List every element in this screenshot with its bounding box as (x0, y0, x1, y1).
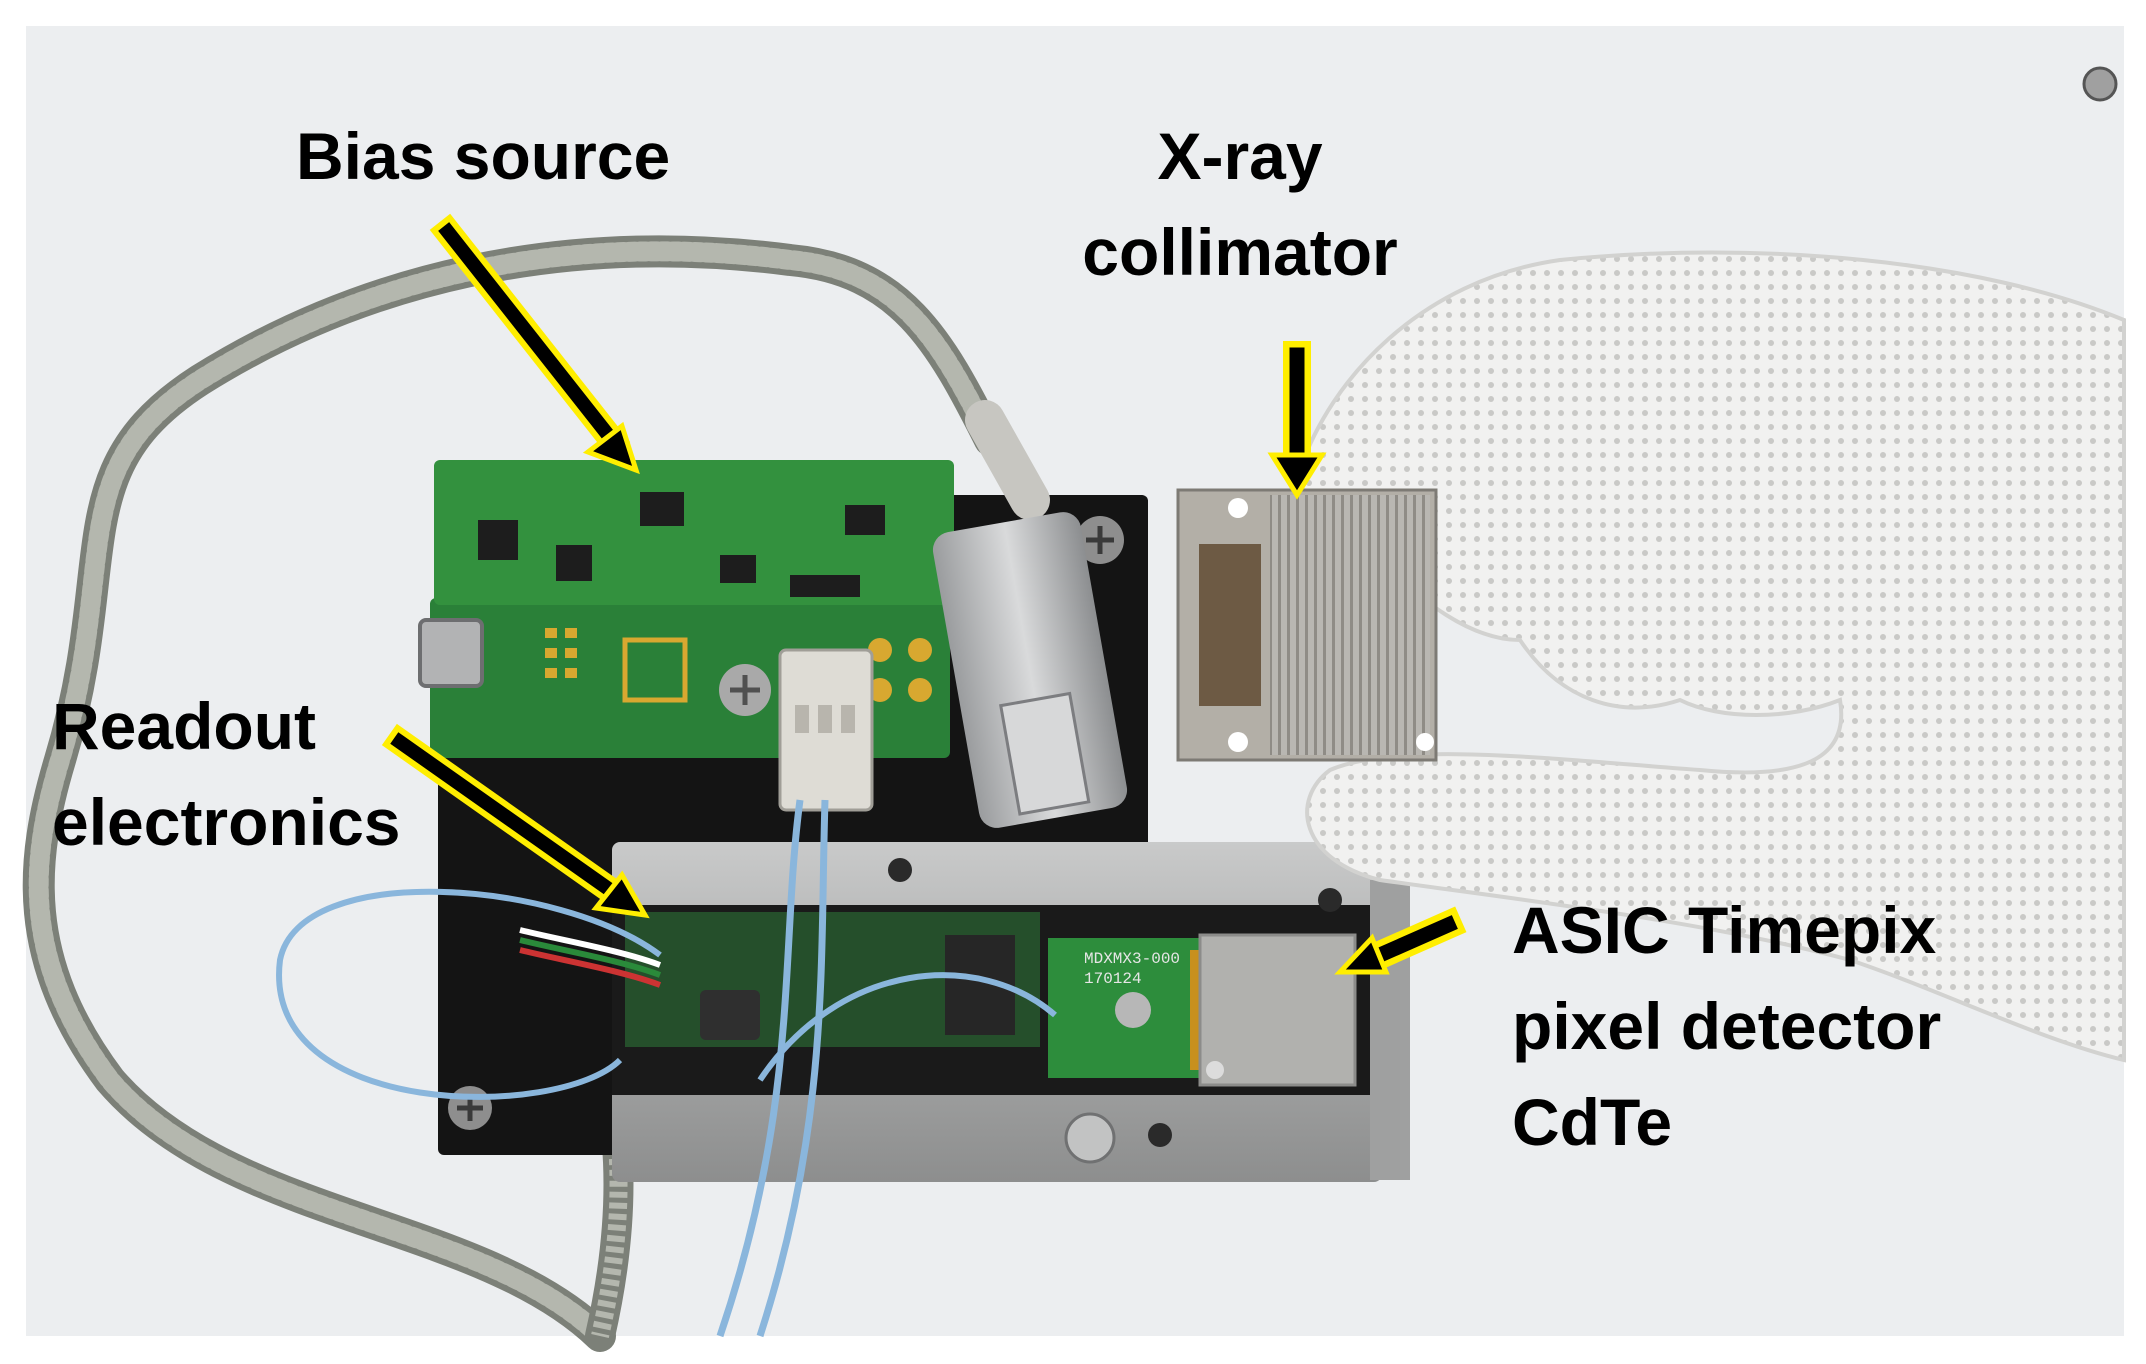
inductor (700, 990, 760, 1040)
label-xray-line1: X-ray (1157, 119, 1323, 193)
blue-wire (716, 799, 804, 1338)
hex-nut (2082, 66, 2118, 102)
usb-cable-end (965, 400, 1050, 520)
arrow-xray-collimator (1267, 341, 1327, 500)
arrow-asic-detector (1334, 906, 1467, 975)
bias-chip (720, 555, 756, 583)
collimator-slit-grid (1270, 495, 1430, 755)
bias-chip (478, 520, 518, 560)
label-readout-line2: electronics (52, 785, 401, 859)
rail-hole (1318, 888, 1342, 912)
blue-wire (757, 972, 1057, 1082)
blue-wire (276, 888, 662, 1100)
bias-chip (790, 575, 860, 597)
label-xray-line2: collimator (1082, 215, 1398, 289)
label-bias-source-text: Bias source (296, 119, 671, 193)
bias-chip (640, 492, 684, 526)
label-asic-line3: CdTe (1512, 1085, 1673, 1159)
label-bias-source: Bias source (296, 108, 670, 204)
label-readout-electronics: Readout electronics (52, 678, 401, 870)
rail-hole (1148, 1123, 1172, 1147)
rail-screw (1064, 1112, 1116, 1164)
detector-pcb-text: MDXMX3-000 (1084, 950, 1180, 968)
bias-chip (556, 545, 592, 581)
collimator-window (1191, 536, 1269, 714)
label-readout-line1: Readout (52, 689, 316, 763)
detector-pcb-text: 170124 (1084, 970, 1142, 988)
rail-hole (888, 858, 912, 882)
label-asic-line1: ASIC Timepix (1512, 893, 1937, 967)
solder-pads (545, 628, 932, 703)
arrow-readout-electronics (381, 723, 650, 919)
cdte-sensor (1198, 933, 1357, 1087)
rail-end-block (1370, 880, 1410, 1180)
arrow-bias-source (429, 213, 640, 475)
bias-chip (845, 505, 885, 535)
white-glove (1296, 250, 2126, 1063)
blue-wire (756, 799, 829, 1338)
micro-usb-port (418, 618, 484, 688)
color-wires (519, 937, 662, 978)
label-xray-collimator: X-ray collimator (1060, 108, 1420, 300)
label-asic-detector: ASIC Timepix pixel detector CdTe (1512, 882, 1941, 1170)
label-asic-line2: pixel detector (1512, 989, 1942, 1063)
